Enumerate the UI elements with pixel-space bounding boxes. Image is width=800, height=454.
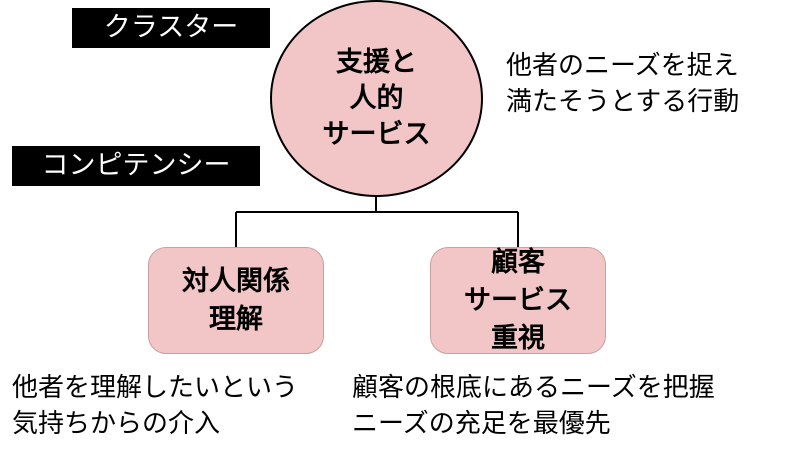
child-node-interpersonal-line-2: 理解 (209, 303, 263, 335)
child-customer-service-description: 顧客の根底にあるニーズを把握 ニーズの充足を最優先 (352, 370, 715, 442)
main-node-circle: 支援と 人的 サービス (270, 0, 483, 197)
main-node-description-line-1: 他者のニーズを捉え (506, 51, 739, 81)
main-node-line-1: 支援と (336, 46, 417, 78)
child-node-customer-service-line-3: 重視 (491, 322, 545, 354)
main-node-line-2: 人的 (349, 82, 404, 114)
child-node-interpersonal-line-1: 対人関係 (182, 265, 290, 297)
child-node-customer-service-line-1: 顧客 (491, 246, 545, 278)
child-customer-service-description-line-2: ニーズの充足を最優先 (352, 409, 611, 439)
competency-label: コンピテンシー (12, 146, 260, 186)
main-node-description-line-2: 満たそうとする行動 (506, 87, 740, 117)
child-node-customer-service: 顧客 サービス 重視 (430, 247, 606, 354)
main-node-description: 他者のニーズを捉え 満たそうとする行動 (506, 48, 739, 120)
child-interpersonal-description: 他者を理解したいという 気持ちからの介入 (12, 370, 298, 442)
cluster-label: クラスター (72, 8, 270, 48)
child-interpersonal-description-line-2: 気持ちからの介入 (12, 409, 221, 439)
child-customer-service-description-line-1: 顧客の根底にあるニーズを把握 (352, 373, 715, 403)
child-interpersonal-description-line-1: 他者を理解したいという (12, 373, 299, 403)
child-node-interpersonal: 対人関係 理解 (148, 247, 324, 354)
child-node-customer-service-line-2: サービス (464, 284, 572, 316)
main-node-line-3: サービス (322, 118, 431, 150)
